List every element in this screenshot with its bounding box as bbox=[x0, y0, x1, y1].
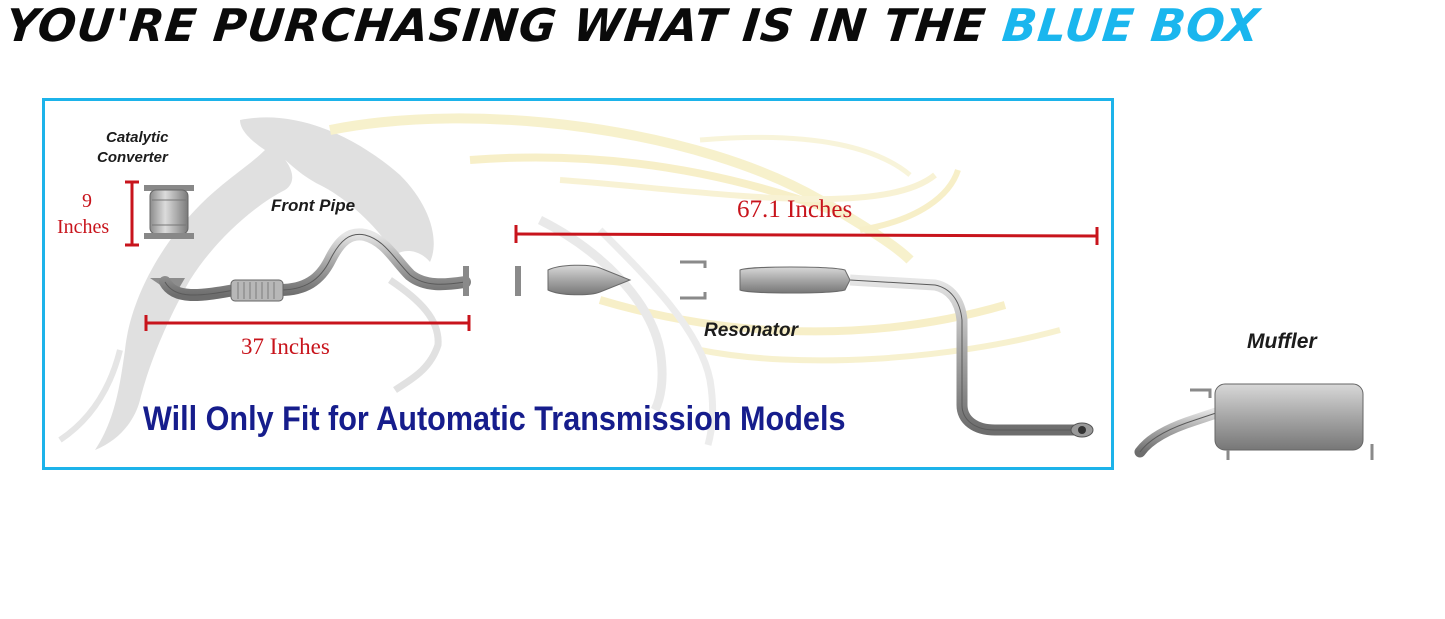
catalytic-converter-part-icon bbox=[144, 185, 194, 239]
cat-height-measure-icon bbox=[125, 180, 139, 247]
muffler-label: Muffler bbox=[1247, 330, 1317, 353]
resonator-measure-icon bbox=[514, 225, 1099, 245]
front-pipe-label: Front Pipe bbox=[271, 196, 356, 215]
cat-measure-unit: Inches bbox=[57, 216, 110, 238]
muffler-part-icon bbox=[1134, 383, 1397, 460]
catalytic-converter-label-line1: Catalytic bbox=[106, 129, 169, 146]
horse-logo-watermark-icon bbox=[58, 113, 1061, 450]
resonator-label: Resonator bbox=[704, 320, 798, 341]
front-pipe-measure-icon bbox=[144, 315, 471, 331]
resonator-measure: 67.1 Inches bbox=[737, 196, 853, 223]
resonator-pipe-part-icon bbox=[515, 260, 1094, 438]
blue-box-frame bbox=[42, 98, 1114, 470]
fitment-notice: Will Only Fit for Automatic Transmission… bbox=[143, 400, 846, 438]
front-pipe-part-icon bbox=[150, 228, 471, 302]
cat-measure-value: 9 bbox=[82, 190, 92, 212]
front-pipe-measure: 37 Inches bbox=[241, 334, 330, 359]
catalytic-converter-label-line2: Converter bbox=[97, 149, 168, 166]
